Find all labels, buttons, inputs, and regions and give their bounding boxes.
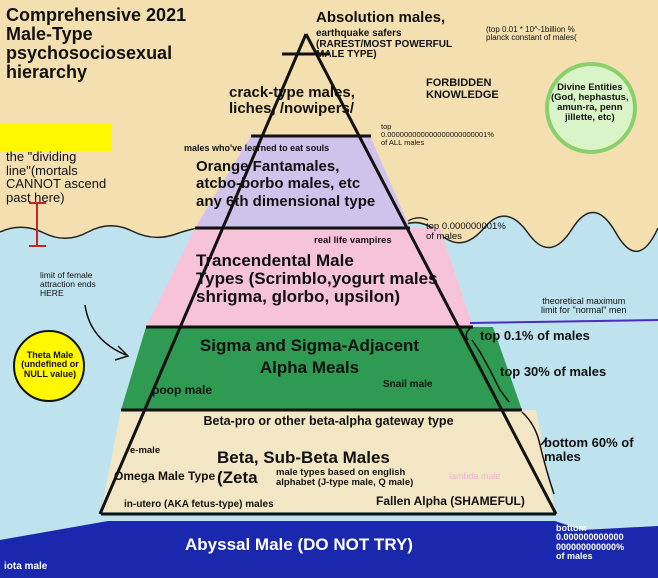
tier-trans-label: Trancendental Male Types (Scrimblo,yogur…: [196, 251, 438, 306]
stat-top-s9: top 0.000000001% of males: [426, 221, 506, 242]
tier-trans: [146, 228, 473, 327]
tier-sigma: [121, 327, 522, 410]
tier-apex: [282, 36, 328, 54]
stat-bottom-abyss: bottom 0.000000000000 000000000000% of m…: [556, 523, 625, 562]
tier-orange: [195, 136, 410, 228]
red-marker-icon: [29, 202, 46, 247]
dividing-line-note: the "dividing line"(mortals CANNOT ascen…: [6, 149, 107, 205]
tier-sigma-snail: Snail male: [383, 379, 433, 390]
female-limit-arrow: [84, 304, 127, 356]
tier-sigma-poop: poop male: [152, 383, 213, 397]
tier-sigma-label: Sigma and Sigma-Adjacent Alpha Meals: [199, 336, 420, 378]
female-limit-note: limit of female attraction ends HERE: [40, 270, 96, 298]
stat-bottom-p60: bottom 60% of males: [544, 435, 634, 464]
iota-male: iota male: [4, 561, 48, 572]
tier-beta-pro: Beta-pro or other beta-alpha gateway typ…: [203, 414, 454, 428]
tier-orange-label: Orange Fantamales, atcbo-borbo males, et…: [196, 158, 376, 210]
p60-bracket: [521, 411, 555, 495]
theta-male: Theta Male (undefined or NULL value): [21, 350, 79, 379]
stat-top-p01: top 0.1% of males: [480, 328, 590, 343]
tier-beta-english: male types based on english alphabet (J-…: [276, 467, 414, 488]
tier-crack-label: crack-type males, liches, /nowipers/: [229, 84, 355, 117]
divine-entities: Divine Entities (God, hephastus, amun-ra…: [551, 82, 629, 123]
tier-crack: [251, 54, 375, 136]
tier-trans-note: real life vampires: [314, 235, 392, 246]
apex-sub: earthquake safers (RAREST/MOST POWERFUL …: [316, 28, 453, 60]
tier-abyssal-label: Abyssal Male (DO NOT TRY): [185, 535, 413, 554]
theta-circle: [13, 330, 85, 402]
p30-bracket: [471, 339, 510, 403]
tier-beta-fallen: Fallen Alpha (SHAMEFUL): [376, 494, 525, 508]
theoretical-limit-line: [469, 319, 658, 324]
apex-name: Absolution males,: [316, 9, 446, 26]
forbidden-knowledge: FORBIDDEN KNOWLEDGE: [426, 77, 499, 101]
divine-circle: [545, 62, 637, 154]
abyss-band: [0, 521, 658, 578]
stat-all-males: top 0.000000000000000000000001% of ALL m…: [381, 122, 495, 147]
s9-arrow: [407, 217, 429, 222]
page-title: Comprehensive 2021 Male-Type psychosocio…: [6, 5, 187, 82]
tier-beta-emale: e-male: [130, 445, 161, 456]
p01-bracket: [465, 326, 473, 341]
apex-stat: (top 0.01 * 10^-1billion % planck consta…: [486, 25, 577, 43]
tier-beta-inutero: in-utero (AKA fetus-type) males: [124, 499, 274, 510]
tier-beta-omega: Omega Male Type: [114, 469, 216, 483]
theoretical-limit: theoretical maximum limit for "normal" m…: [541, 296, 627, 316]
tier-orange-note: males who've learned to eat souls: [184, 143, 330, 153]
tier-beta: [101, 410, 555, 512]
highlight-marker: [0, 123, 112, 151]
stat-top-p30: top 30% of males: [500, 364, 607, 379]
tier-beta-lambda: lambda male: [449, 471, 501, 481]
tier-beta-label: Beta, Sub-Beta Males (Zeta: [217, 448, 390, 488]
